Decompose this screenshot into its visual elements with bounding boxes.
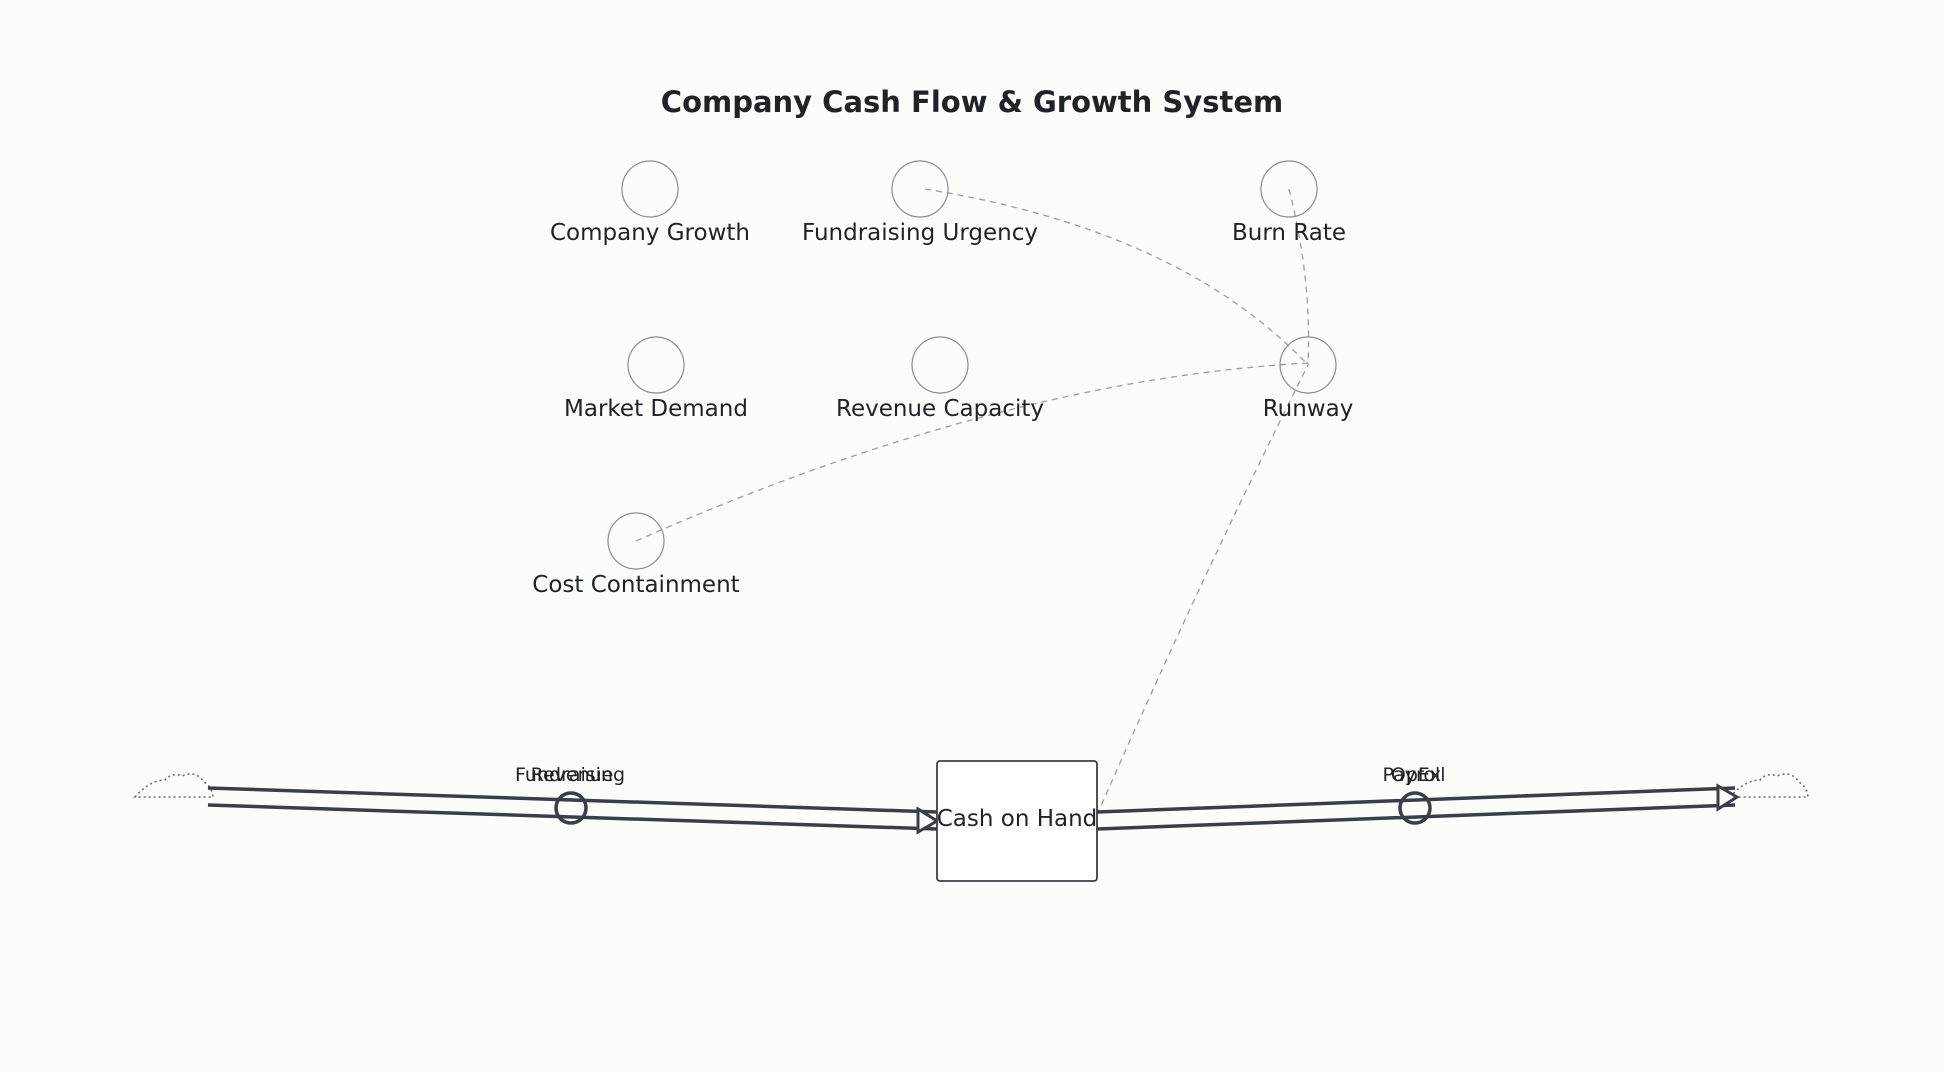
inflow-pipe: [207, 786, 940, 835]
inflow-label-revenue: Revenue: [531, 764, 614, 786]
company-growth-label: Company Growth: [550, 220, 750, 246]
runway-label: Runway: [1263, 396, 1354, 422]
cash-on-hand-label: Cash on Hand: [937, 806, 1098, 832]
outflow-label-payroll: Payroll: [1382, 764, 1445, 786]
diagram-title: Company Cash Flow & Growth System: [661, 85, 1283, 119]
outflow-valve[interactable]: Payroll OpEx: [1382, 764, 1446, 825]
runway-node: [1279, 336, 1337, 394]
variable-fundraising-urgency[interactable]: Fundraising Urgency: [802, 160, 1038, 246]
stock-cash-on-hand[interactable]: Cash on Hand: [936, 760, 1098, 882]
revenue-capacity-node: [911, 336, 969, 394]
inflow-valve-icon: [554, 791, 588, 825]
outflow-arrowhead-icon: [1716, 783, 1740, 812]
link-cost-containment-to-runway: [635, 362, 1309, 542]
burn-rate-node: [1260, 160, 1318, 218]
source-cloud-icon: [133, 773, 214, 798]
cost-containment-node: [607, 512, 665, 570]
variable-company-growth[interactable]: Company Growth: [550, 160, 750, 246]
inflow-valve[interactable]: Fundraising Revenue: [515, 764, 625, 825]
variable-market-demand[interactable]: Market Demand: [564, 336, 748, 422]
cash-on-hand-box: [936, 760, 1098, 882]
fundraising-urgency-node: [891, 160, 949, 218]
outflow-label-opex: OpEx: [1391, 764, 1441, 786]
company-growth-node: [621, 160, 679, 218]
revenue-capacity-label: Revenue Capacity: [836, 396, 1044, 422]
inflow-label-fundraising: Fundraising: [515, 764, 625, 786]
link-fundraising-urgency-to-runway: [924, 188, 1309, 366]
cost-containment-label: Cost Containment: [532, 572, 739, 598]
variable-revenue-capacity[interactable]: Revenue Capacity: [836, 336, 1044, 422]
link-burn-rate-to-runway: [1288, 188, 1310, 366]
variable-cost-containment[interactable]: Cost Containment: [532, 512, 740, 598]
burn-rate-label: Burn Rate: [1232, 220, 1346, 246]
link-cash-on-hand-to-runway: [1096, 364, 1309, 816]
variable-runway[interactable]: Runway: [1263, 336, 1354, 422]
market-demand-node: [627, 336, 685, 394]
inflow-arrowhead-icon: [916, 806, 940, 835]
fundraising-urgency-label: Fundraising Urgency: [802, 220, 1038, 246]
sink-cloud-icon: [1728, 773, 1809, 798]
outflow-valve-icon: [1398, 791, 1432, 825]
market-demand-label: Market Demand: [564, 396, 748, 422]
outflow-pipe: [1096, 783, 1740, 831]
variable-burn-rate[interactable]: Burn Rate: [1232, 160, 1346, 246]
